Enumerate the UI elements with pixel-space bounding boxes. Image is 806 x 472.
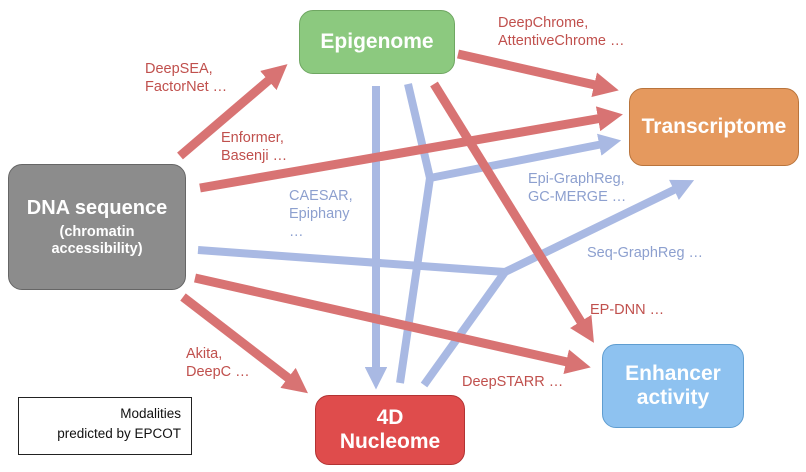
arrow-junction-to-transcriptome (503, 179, 695, 276)
label-deepsea: DeepSEA, FactorNet … (145, 61, 228, 95)
arrow-epigenome-branch-to-nucleome (396, 177, 434, 384)
label-seq-graphreg: Seq-GraphReg … (587, 245, 704, 261)
node-transcriptome: Transcriptome (629, 88, 799, 166)
arrow-epigenome-to-enhancer (430, 81, 594, 343)
node-dna-subtitle: (chromatin accessibility) (51, 223, 143, 257)
legend-text: Modalities predicted by EPCOT (57, 406, 181, 441)
arrow-dna-to-epigenome (177, 64, 288, 160)
label-ep-dnn: EP-DNN … (590, 302, 665, 318)
label-epi-graphreg: Epi-GraphReg, GC-MERGE … (528, 171, 627, 205)
blue-arrows (197, 83, 695, 390)
arrow-epigenome-to-transcriptome-red (457, 49, 619, 98)
arrow-dna-to-transcriptome (199, 106, 623, 193)
label-akita: Akita, DeepC … (186, 346, 250, 380)
label-deepchrome: DeepChrome, AttentiveChrome … (498, 15, 625, 49)
node-transcriptome-title: Transcriptome (641, 114, 787, 138)
legend-box: Modalities predicted by EPCOT (18, 397, 192, 455)
red-arrows (177, 49, 623, 394)
arrow-dna-to-enhancer (194, 273, 591, 375)
label-deepstarr: DeepSTARR … (462, 374, 564, 390)
label-enformer: Enformer, Basenji … (221, 130, 288, 164)
label-caesar: CAESAR, Epiphany … (289, 188, 353, 240)
node-4d-nucleome: 4D Nucleome (315, 395, 465, 465)
node-nucleome-title: 4D Nucleome (339, 405, 441, 453)
node-enhancer-activity: Enhancer activity (602, 344, 744, 428)
arrow-nucleome-to-junction (420, 269, 509, 388)
node-epigenome: Epigenome (299, 10, 455, 74)
node-dna-sequence: DNA sequence (chromatin accessibility) (8, 164, 186, 290)
arrow-dna-to-nucleome (180, 293, 308, 394)
node-dna-title: DNA sequence (26, 196, 168, 219)
arrow-epigenome-to-transcriptome (429, 133, 622, 182)
node-epigenome-title: Epigenome (320, 29, 434, 53)
node-enhancer-title: Enhancer activity (625, 361, 721, 409)
arrow-epigenome-branch-left (404, 83, 434, 179)
arrow-dna-to-junction (197, 246, 506, 276)
